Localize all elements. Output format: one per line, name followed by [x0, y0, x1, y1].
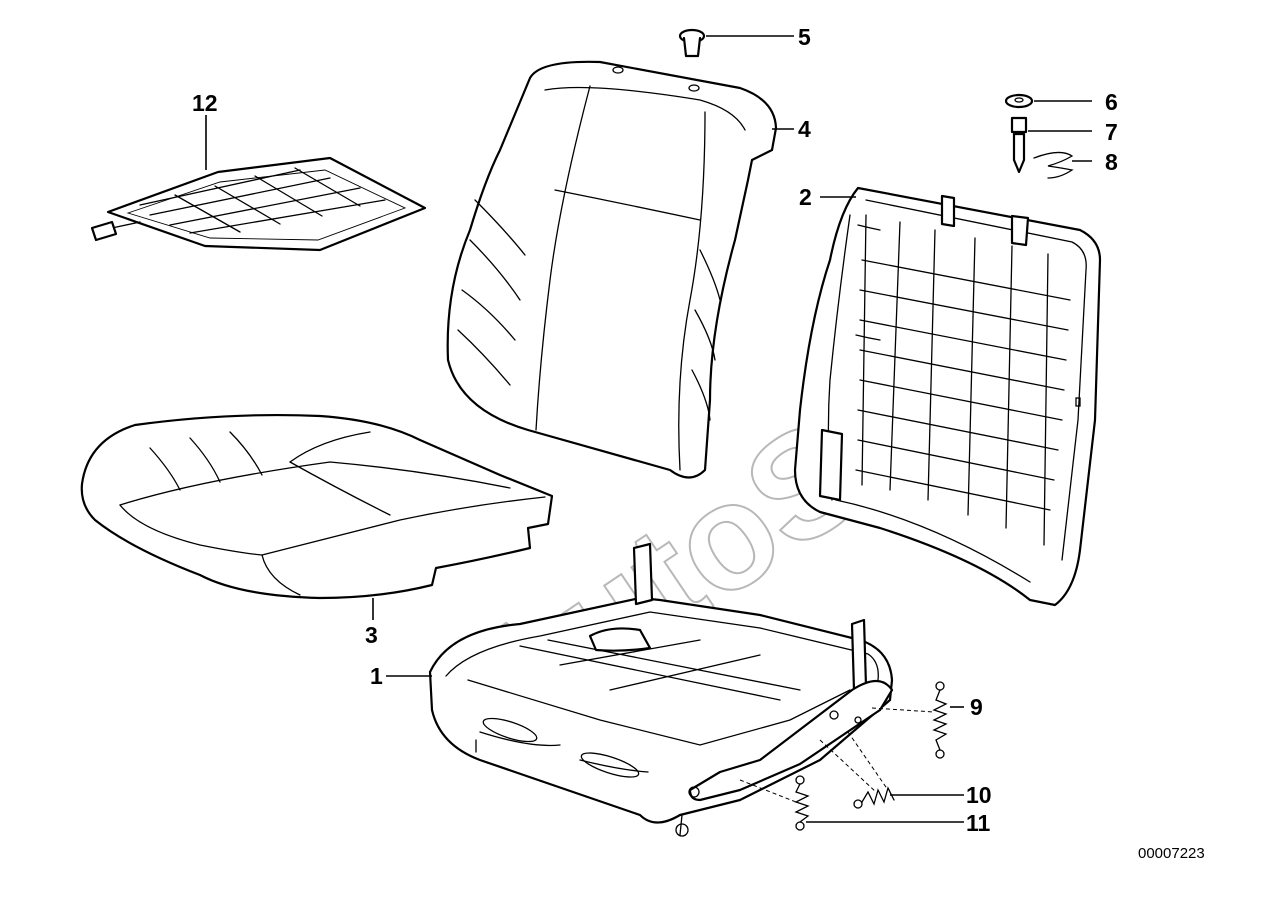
callout-7: 7 — [1105, 119, 1118, 145]
part-8-spring-clip — [1033, 151, 1074, 179]
callout-9: 9 — [970, 694, 983, 720]
callout-8: 8 — [1105, 149, 1118, 175]
part-6-washer — [1004, 93, 1034, 109]
spring-10-path — [819, 731, 889, 793]
callout-12: 12 — [192, 90, 218, 116]
part-2-backrest-frame — [793, 186, 1102, 607]
callout-5: 5 — [798, 24, 811, 50]
leader-lines — [205, 35, 1092, 823]
part-1-seat-frame — [428, 542, 894, 837]
callout-2: 2 — [799, 184, 812, 210]
callout-10: 10 — [966, 782, 992, 808]
part-9-spring — [932, 681, 948, 759]
part-5-cap — [678, 28, 706, 58]
callout-6: 6 — [1105, 89, 1118, 115]
part-3-seat-cushion — [80, 413, 554, 600]
document-number: 00007223 — [1138, 845, 1205, 862]
callout-1: 1 — [370, 663, 383, 689]
part-4-backrest-cushion — [446, 60, 778, 479]
part-11-spring — [794, 775, 810, 831]
part-7-bushing — [1010, 116, 1028, 174]
spring-9-path — [871, 707, 935, 713]
callout-11: 11 — [966, 810, 991, 836]
part-10-spring — [853, 786, 895, 809]
callout-3: 3 — [365, 622, 378, 648]
part-12-heating-mat — [90, 156, 427, 252]
spring-11-path — [739, 779, 797, 803]
callout-4: 4 — [798, 116, 811, 142]
